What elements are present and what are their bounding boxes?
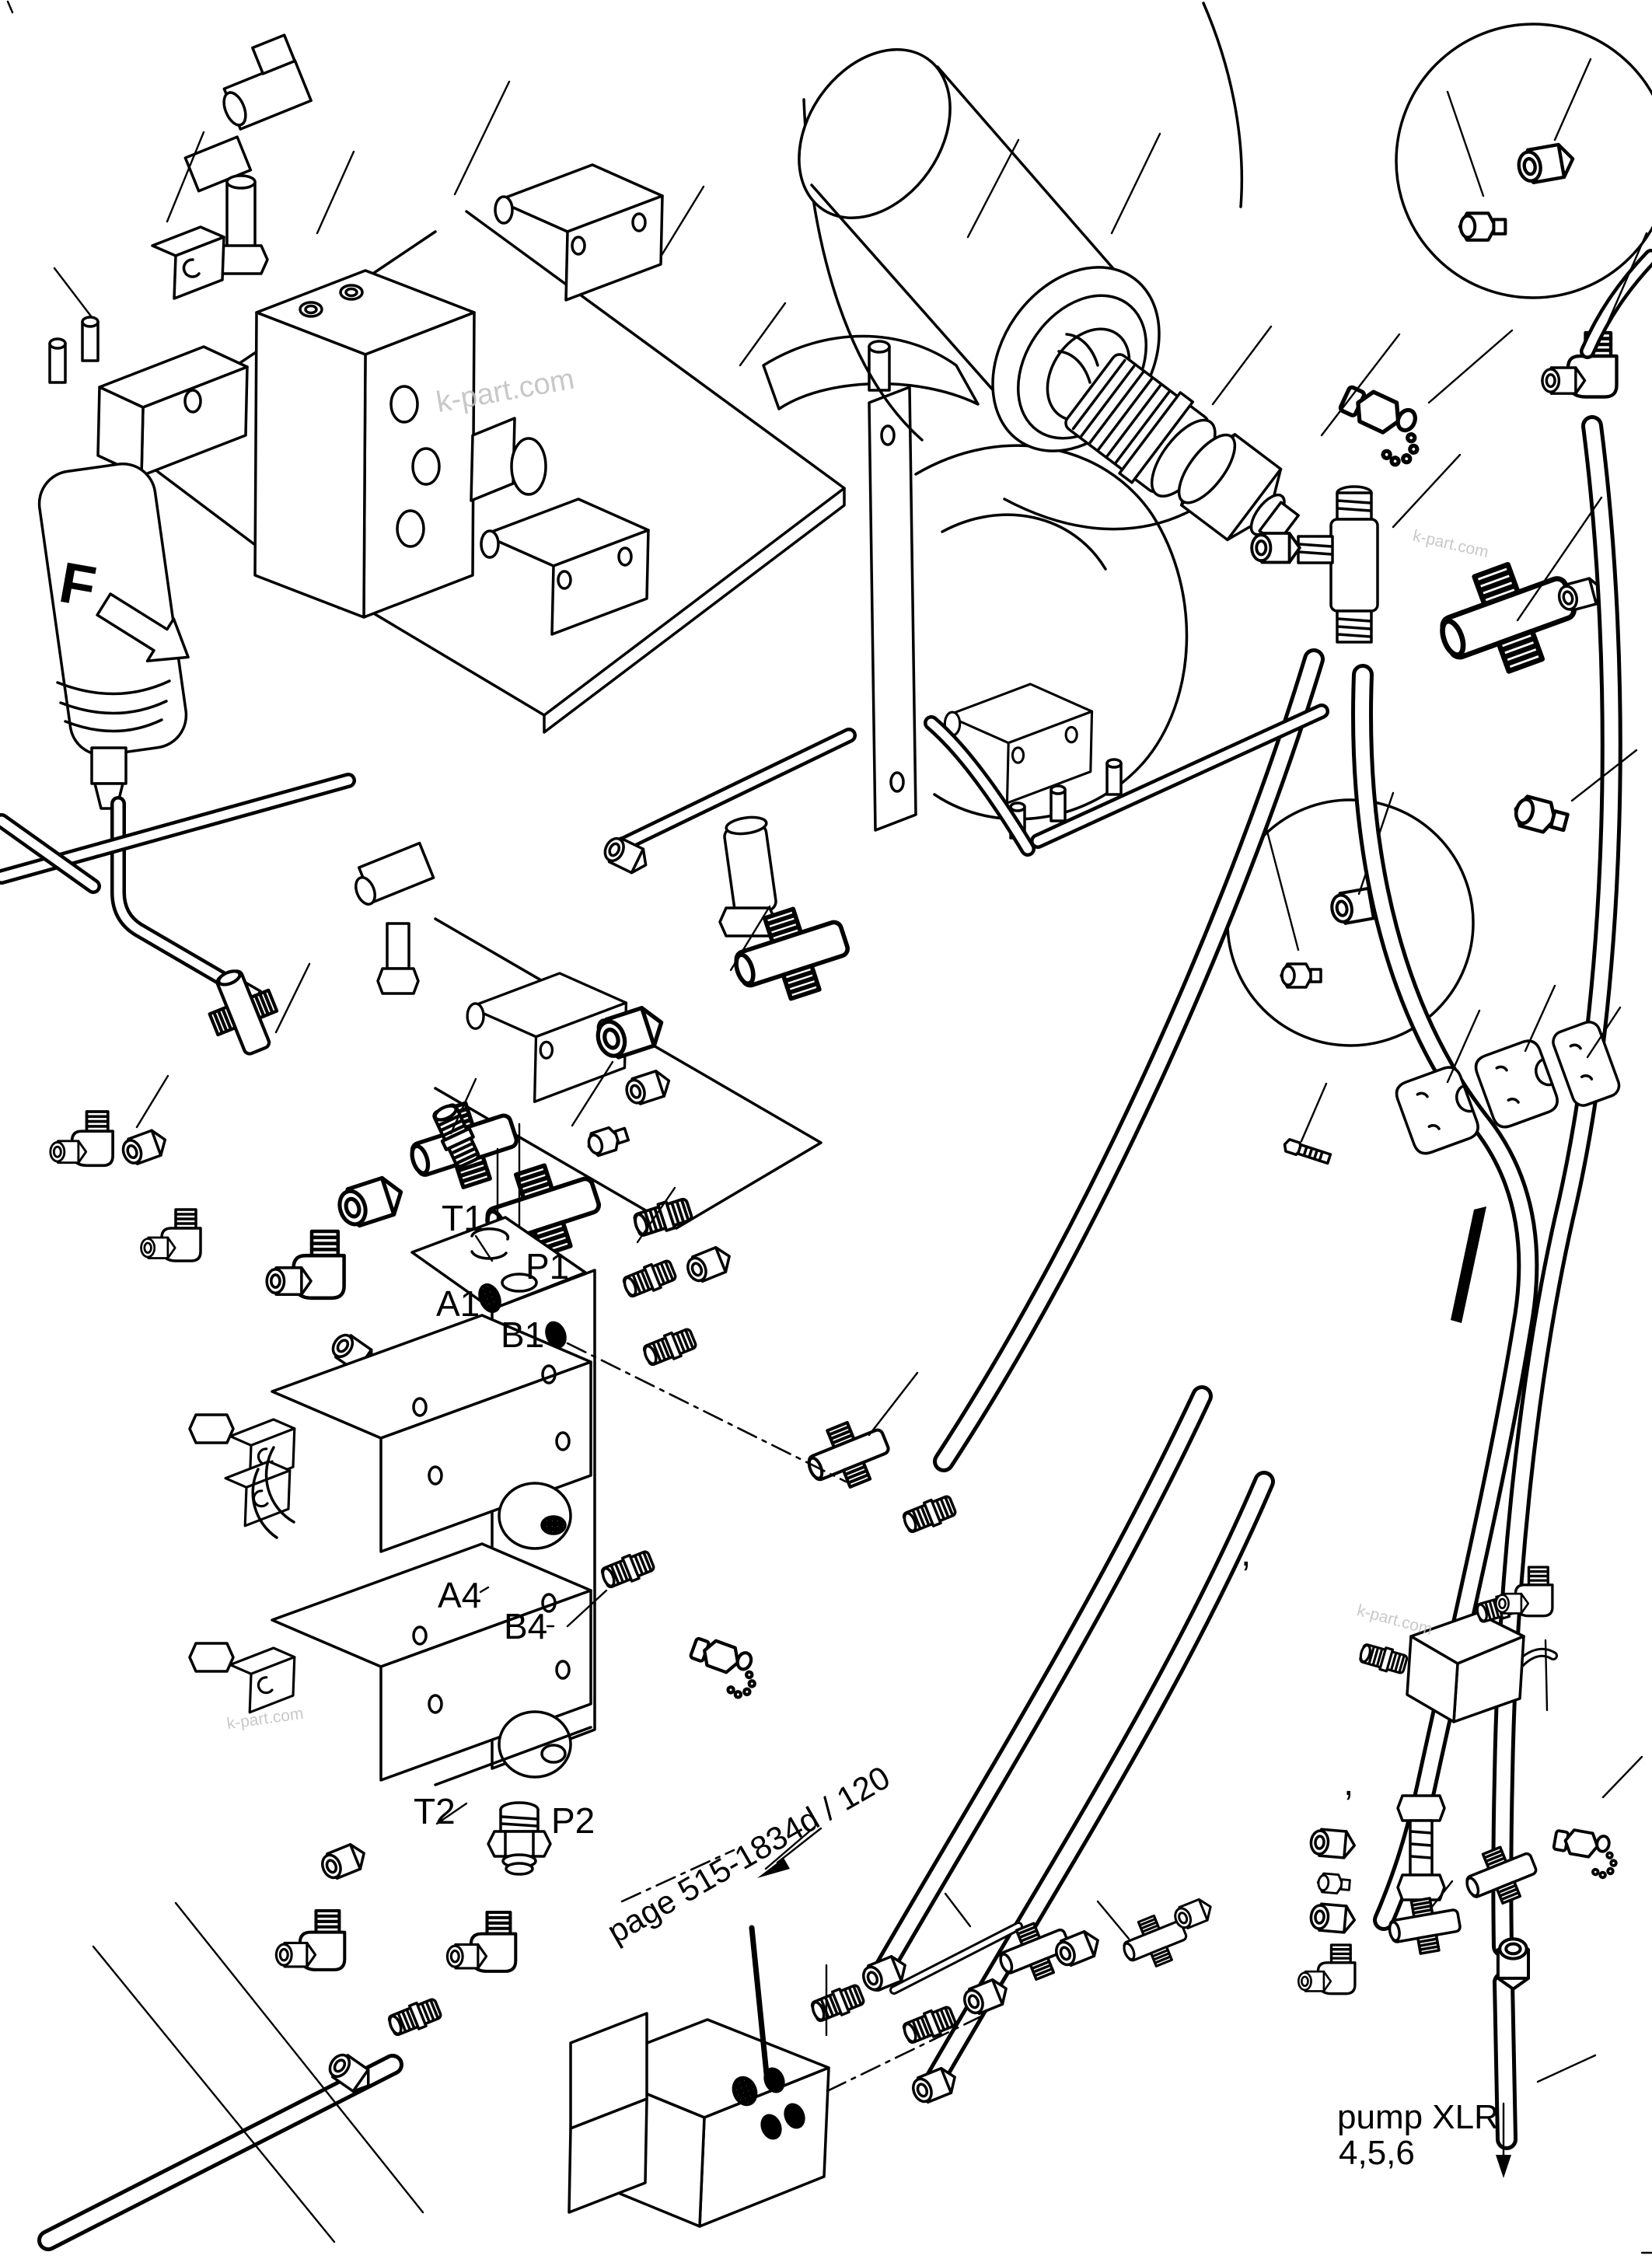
- port-label-p1: P1: [526, 1246, 570, 1287]
- stray-tick-1: ,: [1241, 1533, 1252, 1574]
- stray-tick-2: ,: [1343, 1762, 1354, 1803]
- port-a1-hatched: [478, 1283, 501, 1314]
- port-label-t2: T2: [414, 1791, 456, 1831]
- nipple-bottomleft: [385, 1995, 445, 2040]
- pump-note-line1: pump XLR: [1337, 2098, 1499, 2136]
- port-label-p2: P2: [551, 1800, 595, 1841]
- manifold-block: [188, 1216, 596, 1786]
- page-reference-arrow: [757, 1825, 823, 1878]
- hoses: [0, 249, 1652, 2251]
- elbow-left: [276, 1911, 344, 1970]
- small-solenoid: [354, 841, 435, 995]
- hex-nut-large: [1177, 433, 1300, 546]
- t2-nut: [317, 1839, 371, 1884]
- port-label-a4: A4: [438, 1575, 482, 1615]
- elbow-right: [447, 1912, 515, 1971]
- elbow-fitting: [1542, 333, 1617, 397]
- valve-assembly: [37, 33, 1189, 1230]
- pump-flow-arrow: [1496, 2102, 1511, 2178]
- detail-circle-top: [1395, 23, 1652, 299]
- port-label-a1: A1: [436, 1283, 480, 1324]
- plug: [1512, 794, 1570, 837]
- pump-port-hatched: [732, 2076, 758, 2107]
- leader-lines: [53, 80, 1648, 2243]
- pump-bracket: [718, 334, 1189, 937]
- hose-clamp-group: [1281, 1018, 1624, 1323]
- solenoid-valve-top: [183, 33, 313, 275]
- pump-note-line2: 4,5,6: [1339, 2134, 1415, 2172]
- tee-fitting: [1427, 549, 1587, 689]
- solenoid-section-1: [188, 1314, 592, 1553]
- stud-bolt: [1396, 1794, 1446, 1901]
- view-direction-arrow: [96, 592, 190, 663]
- port-label-t1: T1: [442, 1198, 484, 1238]
- scan-artifacts: [6, 0, 1652, 2254]
- pump-connection-cluster: [1298, 1794, 1622, 1994]
- p2-adapter: [487, 1801, 552, 1876]
- union-nipple-large: [1064, 353, 1217, 498]
- test-point-cap: [1328, 382, 1431, 470]
- junction-block: [1357, 1567, 1552, 1723]
- port-label-b4: B4: [504, 1606, 548, 1646]
- port-label-b1: B1: [501, 1315, 545, 1355]
- solenoid-section-2: [188, 1542, 592, 1782]
- port-b1-filled: [545, 1321, 567, 1349]
- tee-vertical: [1250, 485, 1379, 644]
- pump-body: [568, 1925, 830, 2228]
- main-valve-block: [253, 269, 547, 619]
